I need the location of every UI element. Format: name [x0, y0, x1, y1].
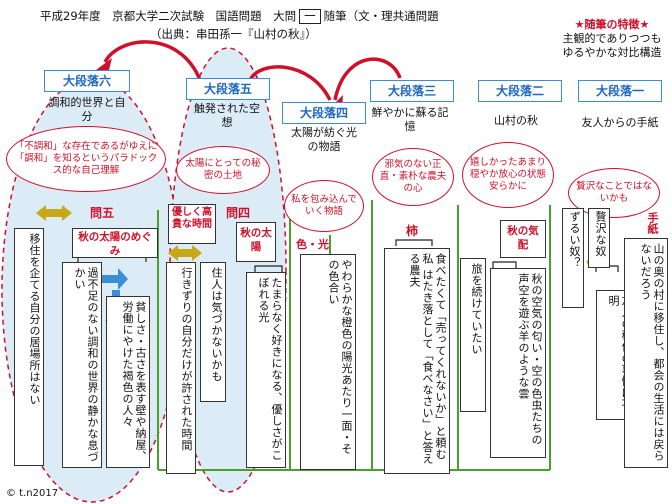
header-number: 一 [299, 9, 321, 24]
s4-col2: やわらかな橙色の陽光あたり一面・その色合い [300, 254, 356, 470]
thought-cloud-2: 嬉しかったあまり穏やか放心の状態安らかに [462, 142, 554, 208]
section-label-1: 大段落一 [578, 80, 662, 102]
section-label-4: 大段落四 [282, 102, 366, 124]
s2-col2: 秋の空気の匂い・空の色虫たちの声空を遊ぶ羊のような雲 [490, 268, 546, 458]
s2-col1: 旅を続けていたい [460, 258, 486, 412]
contrast-arrow-2 [168, 245, 202, 261]
section-label-3: 大段落三 [370, 80, 454, 102]
section-title-4: 太陽が紡ぐ光の物語 [291, 126, 357, 153]
s6-col1: 貧しさ・古さを表す壁や納屋、労働にやけた褐色の人々 [106, 296, 150, 468]
question-5-label: 問五 [90, 206, 115, 220]
s4-col1: たまらなく好きになる、優しさがこぼれる光 [246, 272, 286, 468]
s1-col2: 贅沢な奴 [588, 208, 610, 268]
feature-line1: 主観的でありつつも [562, 32, 662, 45]
s5-col2: 住人は気づかないかも [200, 262, 226, 402]
thought-cloud-3: 邪気のない正直・素朴な農夫の心 [372, 148, 454, 206]
s6-left-box: 移住を企てる自分の居場所はない [14, 228, 44, 466]
s2-label-box: 秋の気配 [500, 220, 546, 258]
header-source: （出典：串田孫一『山村の秋』） [150, 27, 317, 41]
copyright: © t.n2017 [6, 488, 59, 499]
header-prefix: 平成29年度 京都大学二次試験 国語問題 大問 [40, 9, 297, 23]
s3-col1: 食べたくて「売ってくれないか」と頼む私 [421, 253, 447, 460]
s3-col2: はたき落として「食べなさい」と答える農夫 [408, 253, 434, 464]
section-label-6: 大段落六 [44, 70, 130, 92]
header-line: 平成29年度 京都大学二次試験 国語問題 大問一随筆（文・理共通問題 [40, 8, 439, 24]
section-title-2: 山村の秋 [494, 114, 538, 127]
s1-col4: 山の奥の村に移住し、都会の生活には戻らないだろう [624, 238, 668, 468]
thought-cloud-1: 贅沢なことではないかも [568, 168, 660, 218]
s3-label: 柿 [406, 224, 419, 238]
s5-label-box: 優しく高貴な時間 [168, 204, 216, 244]
contrast-arrow-1 [36, 205, 72, 221]
s1-label: 手紙 [646, 212, 659, 234]
section-title-6: 調和的世界と自分 [48, 96, 126, 123]
feature-box: ★随筆の特徴★ 主観的でありつつも ゆるやかな対比構造 [556, 18, 668, 60]
feature-line2: ゆるやかな対比構造 [562, 46, 662, 59]
blue-arrow-right [118, 268, 128, 290]
s6-col2: 過不足のない調和の世界の静かな息づかい [62, 262, 102, 468]
thought-cloud-4: 私を包み込んでいく物語 [284, 180, 364, 232]
question-4-label: 問四 [226, 206, 251, 220]
s1-col1: ずるい奴？ [562, 208, 584, 308]
red-arrow-3 [333, 57, 402, 101]
red-arrow-2 [248, 65, 332, 101]
section-title-5: 触発された空想 [194, 102, 260, 129]
s4-label-box: 秋の太陽 [236, 222, 276, 262]
section-label-2: 大段落二 [478, 80, 562, 102]
s6-label-box: 秋の太陽のめぐみ [72, 228, 158, 258]
feature-title: ★随筆の特徴★ [574, 18, 650, 31]
section-title-3: 鮮やかに蘇る記憶 [371, 106, 449, 133]
red-arrow-1 [103, 40, 202, 81]
thought-cloud-5: 太陽にとっての秘密の土地 [176, 146, 270, 194]
thought-cloud-6: 「不調和」な存在であるがゆえに「調和」を知るというパラドックス的な自己理解 [6, 126, 166, 192]
section-title-1: 友人からの手紙 [581, 116, 659, 129]
s5-col1: 行きずりの自分だけが許された時間 [166, 262, 196, 474]
header-suffix: 随筆（文・理共通問題 [323, 9, 439, 23]
section-label-5: 大段落五 [186, 78, 270, 100]
s4-label2: 色・光 [296, 238, 329, 251]
s3-box: 食べたくて「売ってくれないか」と頼む私 はたき落として「食べなさい」と答える農夫 [384, 248, 450, 474]
